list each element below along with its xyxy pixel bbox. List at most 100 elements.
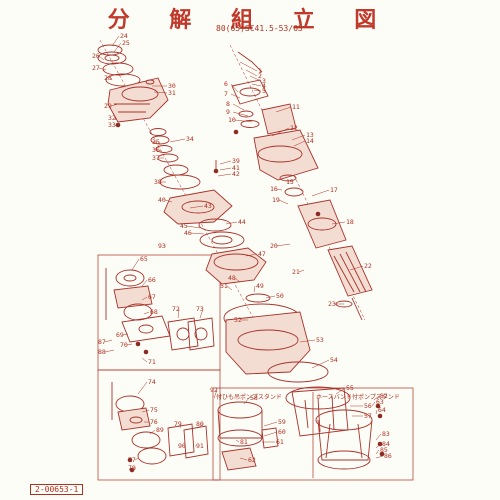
part-number-62: 62 (248, 456, 256, 464)
leader-line (263, 431, 278, 437)
leader-line (232, 111, 249, 117)
leader-line (311, 359, 330, 369)
leader-line (230, 93, 241, 99)
cable-group (231, 51, 269, 135)
leader-line (331, 221, 346, 225)
leader-line (158, 149, 163, 153)
leader-line (234, 277, 241, 283)
leader-line (335, 387, 346, 395)
part-number-17: 17 (330, 186, 338, 194)
part-number-41: 41 (232, 164, 240, 172)
part-number-5: 5 (262, 87, 266, 95)
part-number-78: 78 (128, 464, 136, 472)
part-number-71: 71 (148, 358, 156, 366)
leader-line (235, 439, 240, 443)
part-number-75: 75 (150, 406, 158, 414)
leader-line (375, 455, 384, 459)
leader-line (131, 258, 140, 271)
leader-line (245, 253, 258, 257)
casing-group (163, 160, 271, 303)
part-number-14: 14 (306, 137, 314, 145)
part-number-11: 11 (292, 103, 300, 111)
leader-line (276, 243, 291, 247)
leader-line (232, 103, 245, 111)
leader-line (291, 134, 306, 141)
leader-line (278, 199, 289, 205)
part-number-39: 39 (232, 157, 240, 165)
part-number-79: 79 (174, 420, 182, 428)
part-number-93: 93 (158, 242, 166, 250)
leader-line (153, 91, 168, 94)
part-number-91: 91 (196, 442, 204, 450)
leader-line (253, 285, 256, 293)
part-number-74: 74 (148, 378, 156, 386)
leader-line (263, 421, 278, 427)
rotor-group (327, 245, 373, 321)
part-number-72: 72 (172, 305, 180, 313)
leader-line (134, 457, 139, 461)
leader-line (271, 127, 290, 137)
part-number-2: 2 (258, 72, 262, 80)
part-number-12: 12 (290, 124, 298, 132)
leader-line (179, 423, 182, 429)
part-number-60: 60 (278, 428, 286, 436)
leader-line (349, 265, 364, 271)
part-number-6: 6 (224, 80, 228, 88)
leader-line (98, 55, 105, 61)
leader-line (190, 232, 205, 235)
leader-line (226, 285, 233, 291)
leader-line (141, 357, 148, 363)
leader-line (137, 381, 148, 395)
flange-inset-lower-group (111, 382, 209, 473)
part-number-81: 81 (240, 438, 248, 446)
part-number-16: 16 (270, 185, 278, 193)
leader-line (149, 429, 156, 435)
lower-casing-group (223, 303, 351, 437)
part-number-18: 18 (346, 218, 354, 226)
part-number-32: 32 (108, 114, 116, 122)
leader-line (217, 173, 232, 177)
part-number-66: 66 (148, 276, 156, 284)
leader-line (122, 333, 129, 336)
leader-line (177, 308, 180, 319)
leader-line (141, 409, 150, 413)
upper-cover-group (97, 44, 169, 128)
part-number-35: 35 (152, 138, 160, 146)
part-number-68: 68 (150, 308, 158, 316)
part-number-24: 24 (120, 32, 128, 40)
leader-line (299, 339, 316, 343)
part-number-69: 69 (116, 331, 124, 339)
leader-line (298, 269, 305, 273)
inset-caption-left: 付ひも吊ポンプスタンド (216, 394, 282, 401)
part-number-38: 38 (154, 178, 162, 186)
part-number-63: 63 (376, 398, 384, 406)
part-number-26: 26 (92, 52, 100, 60)
part-number-50: 50 (276, 292, 284, 300)
part-number-56: 56 (364, 402, 372, 410)
part-number-9: 9 (226, 108, 230, 116)
leader-line (114, 124, 117, 127)
part-number-51: 51 (220, 282, 228, 290)
part-number-34: 34 (186, 135, 194, 143)
part-number-1: 1 (258, 67, 262, 75)
leader-line (110, 77, 113, 81)
leader-line (249, 75, 262, 82)
leader-line (230, 83, 239, 93)
model-number: 80(65)SC41.5-53/63 (216, 24, 303, 33)
part-number-40: 40 (158, 196, 166, 204)
flange-inset-group (105, 268, 215, 355)
leader-line (189, 205, 204, 209)
part-number-55: 55 (346, 384, 354, 392)
part-number-59: 59 (278, 418, 286, 426)
inset-caption-right: ホースバンド付ポンプスタンド (316, 394, 400, 401)
part-number-23: 23 (328, 300, 336, 308)
leader-line (141, 296, 148, 301)
leader-line (169, 138, 186, 143)
inset-box-lower-right (212, 387, 414, 481)
part-number-25: 25 (122, 39, 130, 47)
part-number-48: 48 (228, 274, 236, 282)
part-number-29: 29 (104, 102, 112, 110)
leader-line (225, 221, 238, 225)
part-number-21: 21 (292, 268, 300, 276)
